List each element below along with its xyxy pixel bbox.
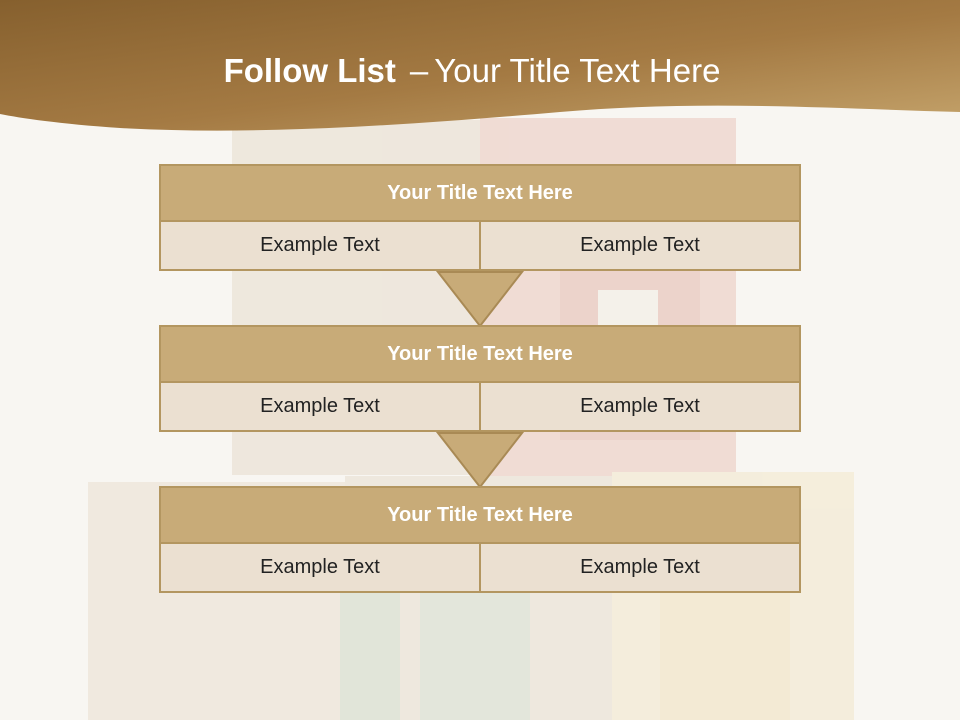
list-block-3: Your Title Text Here Example Text Exampl…: [159, 486, 801, 593]
block-cell-right: Example Text: [479, 544, 799, 591]
slide-title-rest: Your Title Text Here: [434, 52, 721, 89]
down-arrow-icon: [435, 432, 525, 489]
block-title: Your Title Text Here: [161, 327, 799, 383]
slide-title-separator: –: [409, 52, 429, 89]
down-arrow-icon: [435, 271, 525, 328]
block-cell-left: Example Text: [161, 383, 479, 430]
header-band: [0, 0, 960, 131]
block-cell-left: Example Text: [161, 222, 479, 269]
list-block-2: Your Title Text Here Example Text Exampl…: [159, 325, 801, 432]
block-cell-left: Example Text: [161, 544, 479, 591]
block-cell-right: Example Text: [479, 383, 799, 430]
block-row: Example Text Example Text: [161, 222, 799, 269]
block-row: Example Text Example Text: [161, 383, 799, 430]
block-title: Your Title Text Here: [161, 166, 799, 222]
block-cell-right: Example Text: [479, 222, 799, 269]
slide-title-strong: Follow List: [223, 52, 396, 89]
block-row: Example Text Example Text: [161, 544, 799, 591]
list-block-1: Your Title Text Here Example Text Exampl…: [159, 164, 801, 271]
block-title: Your Title Text Here: [161, 488, 799, 544]
slide-title: Follow List–Your Title Text Here: [0, 52, 944, 90]
